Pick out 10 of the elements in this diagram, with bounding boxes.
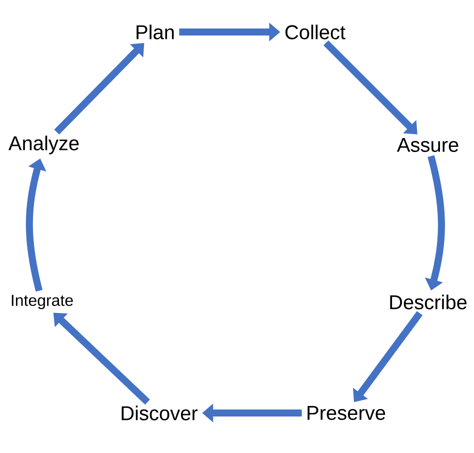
stage-label: Collect — [285, 24, 346, 40]
stage-label: Describe — [390, 294, 467, 310]
block-arrow — [54, 43, 144, 134]
block-arrow — [323, 40, 418, 134]
stage-label: Assure — [396, 138, 458, 152]
stage-label: Preserve — [308, 406, 386, 420]
stage-label: Analyze — [8, 136, 79, 154]
stage-label: Discover — [122, 406, 198, 420]
stage-label: Integrate — [12, 294, 73, 310]
stage-label: Plan — [136, 24, 174, 40]
